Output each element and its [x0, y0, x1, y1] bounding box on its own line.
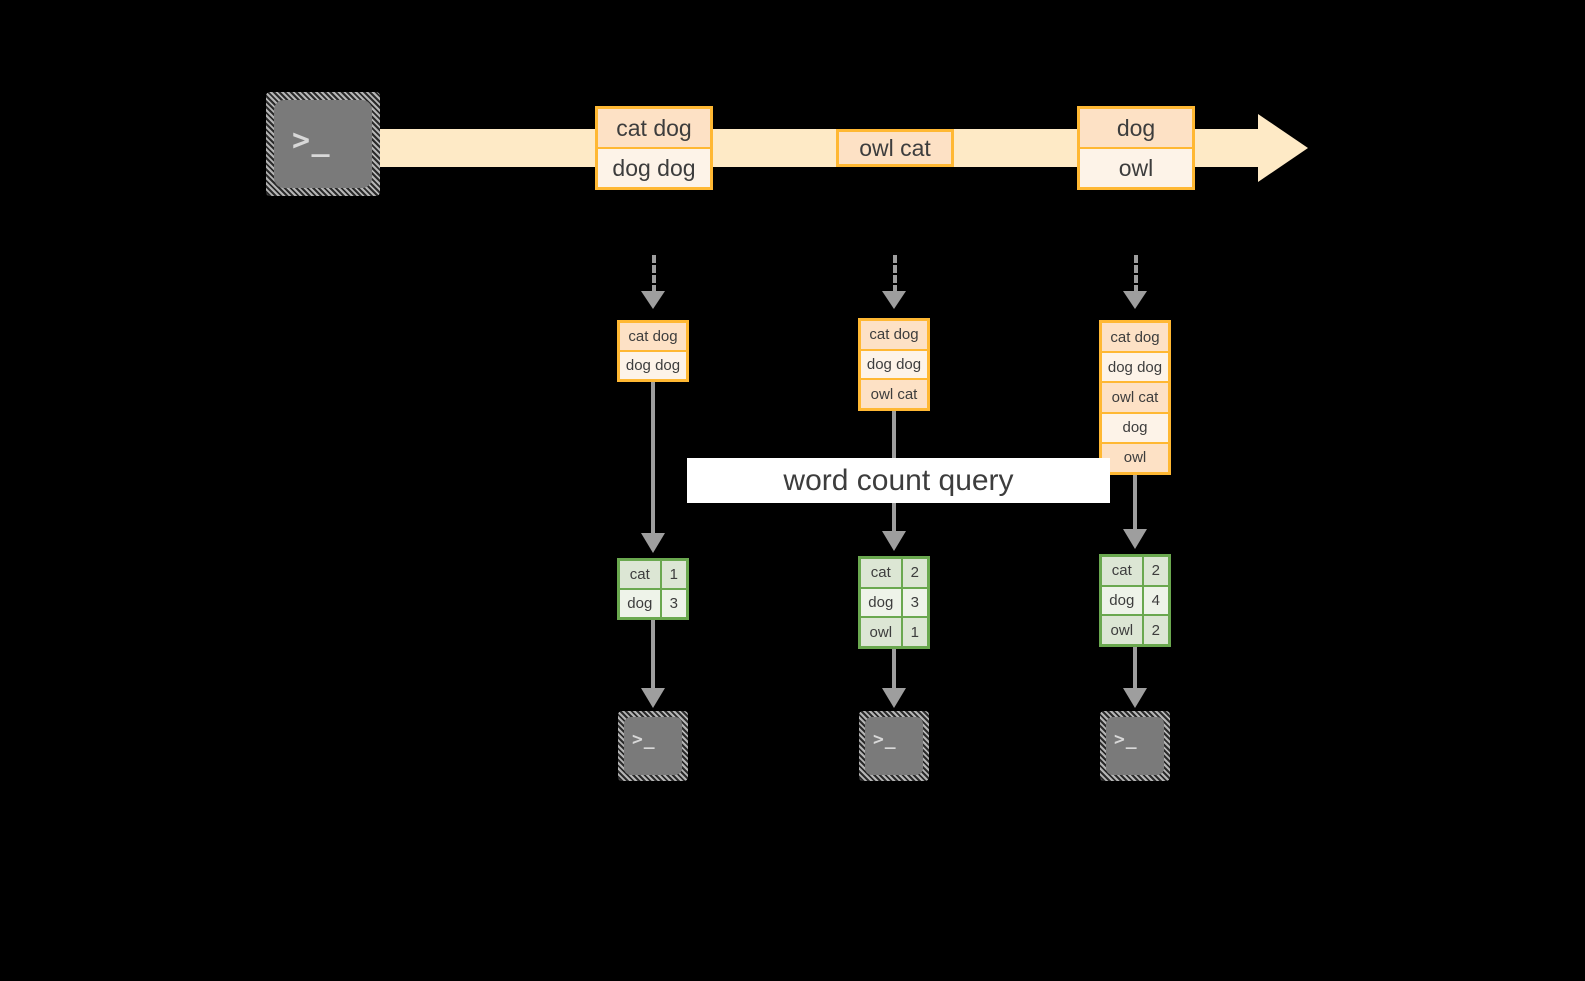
record-line: cat dog	[598, 109, 710, 147]
query-label: word count query	[687, 458, 1110, 503]
snapshot-2-result-table: cat 2 dog 3 owl 1	[858, 556, 930, 649]
snapshot-3-output-arrowhead	[1123, 688, 1147, 708]
record-line: dog dog	[620, 350, 686, 379]
stream-record-3: dog owl	[1077, 106, 1195, 190]
snapshot-2-output-arrowhead	[882, 688, 906, 708]
word-cell: cat	[861, 559, 901, 587]
snapshot-3-tap-arrowhead	[1123, 291, 1147, 309]
snapshot-3-query-line	[1133, 475, 1137, 533]
table-row: dog 4	[1102, 584, 1168, 615]
word-cell: dog	[620, 590, 660, 617]
snapshot-2-tap-arrowhead	[882, 291, 906, 309]
snapshot-1-output-line	[651, 620, 655, 692]
terminal-prompt-glyph: >_	[632, 729, 656, 750]
snapshot-1-query-arrowhead	[641, 533, 665, 553]
record-line: owl	[1102, 441, 1168, 473]
count-cell: 1	[900, 618, 927, 647]
record-line: dog	[1080, 109, 1192, 147]
snapshot-3-query-arrowhead	[1123, 529, 1147, 549]
snapshot-2-output-line	[892, 649, 896, 692]
record-line: cat dog	[1102, 323, 1168, 352]
terminal-prompt-glyph: >_	[292, 123, 332, 158]
table-row: dog 3	[861, 586, 927, 617]
snapshot-2-consumer-terminal-icon[interactable]: >_	[859, 711, 929, 781]
snapshot-1-records: cat dog dog dog	[617, 320, 689, 382]
record-line: cat dog	[861, 321, 927, 349]
snapshot-1-tap-arrowhead	[641, 291, 665, 309]
snapshot-1-tap-line	[652, 255, 656, 293]
count-cell: 4	[1141, 586, 1168, 615]
record-line: dog dog	[598, 147, 710, 187]
terminal-screen: >_	[274, 100, 372, 188]
count-cell: 3	[900, 588, 927, 617]
record-line: owl cat	[861, 378, 927, 409]
snapshot-3-output-line	[1133, 647, 1137, 692]
word-cell: dog	[861, 588, 901, 617]
producer-terminal-icon[interactable]: >_	[266, 92, 380, 196]
word-cell: cat	[1102, 557, 1142, 585]
table-row: owl 1	[861, 616, 927, 647]
snapshot-3-consumer-terminal-icon[interactable]: >_	[1100, 711, 1170, 781]
table-row: cat 2	[861, 559, 927, 587]
count-cell: 3	[659, 590, 686, 617]
record-line: dog dog	[861, 348, 927, 379]
table-row: cat 2	[1102, 557, 1168, 585]
terminal-screen: >_	[865, 717, 923, 775]
word-cell: owl	[861, 618, 901, 647]
snapshot-3-records: cat dog dog dog owl cat dog owl	[1099, 320, 1171, 475]
count-cell: 2	[900, 559, 927, 587]
snapshot-2-tap-line	[893, 255, 897, 293]
word-cell: owl	[1102, 616, 1142, 645]
record-line: owl	[1080, 147, 1192, 187]
event-stream-arrowhead	[1258, 114, 1308, 182]
snapshot-1-query-line	[651, 382, 655, 537]
word-cell: dog	[1102, 586, 1142, 615]
snapshot-1-output-arrowhead	[641, 688, 665, 708]
count-cell: 2	[1141, 616, 1168, 645]
record-line: dog	[1102, 411, 1168, 442]
terminal-prompt-glyph: >_	[873, 729, 897, 750]
record-line: dog dog	[1102, 351, 1168, 382]
record-line: owl cat	[1102, 381, 1168, 412]
snapshot-1-consumer-terminal-icon[interactable]: >_	[618, 711, 688, 781]
word-cell: cat	[620, 561, 660, 588]
table-row: owl 2	[1102, 614, 1168, 645]
table-row: dog 3	[620, 588, 686, 617]
snapshot-2-records: cat dog dog dog owl cat	[858, 318, 930, 411]
record-line: cat dog	[620, 323, 686, 350]
stream-record-2: owl cat	[836, 129, 954, 167]
record-line: owl cat	[839, 132, 951, 164]
stream-record-1: cat dog dog dog	[595, 106, 713, 190]
snapshot-2-query-arrowhead	[882, 531, 906, 551]
terminal-screen: >_	[1106, 717, 1164, 775]
count-cell: 2	[1141, 557, 1168, 585]
snapshot-3-tap-line	[1134, 255, 1138, 293]
table-row: cat 1	[620, 561, 686, 588]
terminal-prompt-glyph: >_	[1114, 729, 1138, 750]
query-label-text: word count query	[783, 463, 1014, 497]
count-cell: 1	[659, 561, 686, 588]
terminal-screen: >_	[624, 717, 682, 775]
snapshot-1-result-table: cat 1 dog 3	[617, 558, 689, 620]
snapshot-3-result-table: cat 2 dog 4 owl 2	[1099, 554, 1171, 647]
